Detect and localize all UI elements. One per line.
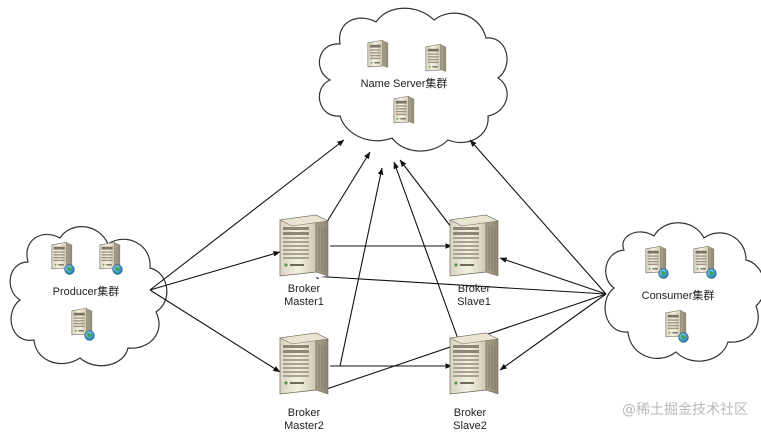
broker-slave2: Broker Slave2 — [449, 332, 499, 432]
edge-consumer-to-broker-slave1 — [499, 257, 607, 295]
nameserver-server-icon — [367, 39, 389, 70]
broker-slave1: Broker Slave1 — [449, 214, 499, 308]
nameserver-cluster: Name Server集群 — [361, 39, 448, 126]
broker-master1-label-line2: Master1 — [284, 296, 324, 308]
edge-producer-to-broker-master2 — [149, 289, 281, 373]
broker-master1-label-line1: Broker — [288, 283, 321, 295]
watermark: @稀土掘金技术社区 — [622, 402, 748, 418]
broker-server-icon — [279, 332, 329, 400]
broker-master2-label-line2: Master2 — [284, 420, 324, 432]
edge-broker-slave2-to-nameserver — [393, 161, 463, 351]
nameserver-server-icon — [393, 95, 415, 126]
broker-slave1-label-line1: Broker — [458, 283, 491, 295]
edges-layer — [149, 139, 607, 395]
consumer-cluster: Consumer集群 — [642, 245, 717, 343]
producer-cluster: Producer集群 — [51, 241, 123, 341]
broker-slave2-label-line2: Slave2 — [453, 420, 487, 432]
globe-icon — [678, 332, 689, 343]
broker-server-icon — [279, 214, 329, 282]
broker-master2: Broker Master2 — [279, 332, 329, 432]
broker-slave2-label-line1: Broker — [454, 407, 487, 419]
globe-icon — [112, 264, 123, 275]
globe-icon — [84, 330, 95, 341]
broker-server-icon — [449, 214, 499, 282]
nameserver-cluster-label: Name Server集群 — [361, 76, 448, 90]
producer-cluster-cloud — [9, 226, 168, 367]
nameserver-cluster-cloud — [318, 7, 508, 152]
globe-icon — [706, 268, 717, 279]
broker-server-icon — [449, 332, 499, 400]
consumer-cluster-cloud — [604, 222, 761, 362]
edge-producer-to-broker-master1 — [149, 251, 281, 291]
edge-producer-to-nameserver — [149, 139, 345, 291]
edge-consumer-to-nameserver — [469, 139, 607, 295]
nameserver-server-icon — [425, 43, 447, 74]
consumer-cluster-label: Consumer集群 — [642, 288, 715, 302]
edge-broker-master2-to-nameserver — [339, 167, 384, 367]
edge-consumer-to-broker-master1 — [311, 273, 607, 295]
producer-cluster-label: Producer集群 — [53, 284, 120, 298]
globe-icon — [658, 268, 669, 279]
globe-icon — [64, 264, 75, 275]
broker-master2-label-line1: Broker — [288, 407, 321, 419]
edge-consumer-to-broker-slave2 — [499, 293, 607, 371]
broker-slave1-label-line2: Slave1 — [457, 296, 491, 308]
broker-master1: Broker Master1 — [279, 214, 329, 308]
